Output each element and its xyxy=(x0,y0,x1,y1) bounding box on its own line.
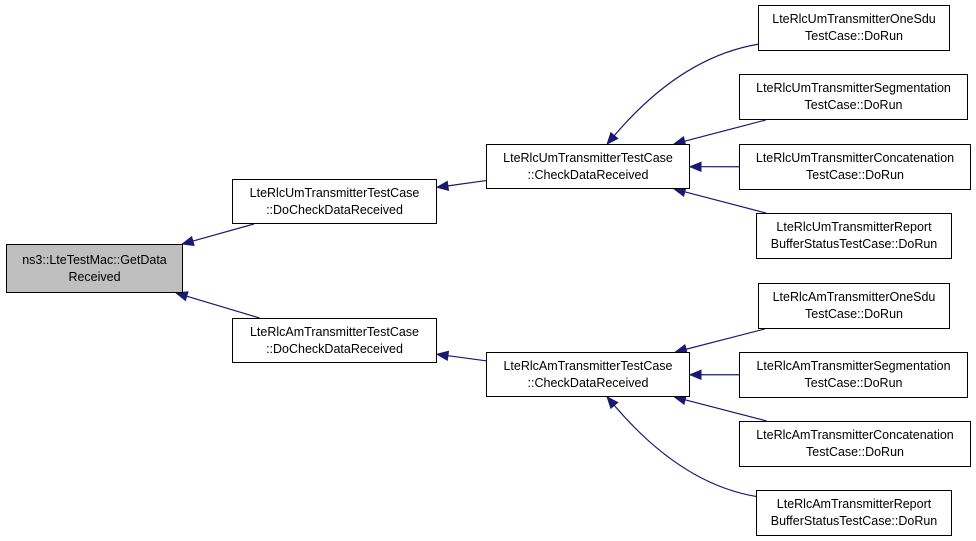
node-label-line2: ::DoCheckDataReceived xyxy=(266,202,403,217)
edge-um_do_check-to-root xyxy=(192,223,255,242)
node-label-line2: TestCase::DoRun xyxy=(806,445,904,459)
node-um-one-sdu-do-run[interactable]: LteRlcUmTransmitterOneSdu TestCase::DoRu… xyxy=(758,5,950,51)
node-label-line1: LteRlcAmTransmitterOneSdu xyxy=(772,290,936,304)
node-label-line1: LteRlcAmTransmitterSegmentation xyxy=(756,359,951,373)
arrowhead xyxy=(435,180,450,191)
node-label-line1: LteRlcUmTransmitterSegmentation xyxy=(756,81,951,95)
node-root-get-data-received: ns3::LteTestMac::GetData Received xyxy=(6,244,183,293)
node-label-line2: BufferStatusTestCase::DoRun xyxy=(770,237,938,251)
node-label-line2: BufferStatusTestCase::DoRun xyxy=(770,514,938,528)
node-label-line1: LteRlcAmTransmitterConcatenation xyxy=(756,428,954,442)
edge-am_check-to-am_do_check xyxy=(447,355,487,362)
edge-um_check-to-um_do_check xyxy=(447,179,487,187)
node-am-segmentation-do-run[interactable]: LteRlcAmTransmitterSegmentation TestCase… xyxy=(739,352,968,398)
node-am-check-data-received[interactable]: LteRlcAmTransmitterTestCase ::CheckDataR… xyxy=(486,352,690,397)
arrowhead xyxy=(606,131,619,146)
arrowhead xyxy=(174,291,189,302)
node-am-concatenation-do-run[interactable]: LteRlcAmTransmitterConcatenation TestCas… xyxy=(739,421,971,467)
edge-am_report-to-am_check xyxy=(613,404,757,498)
node-um-check-data-received[interactable]: LteRlcUmTransmitterTestCase ::CheckDataR… xyxy=(486,144,690,189)
node-label-line2: ::CheckDataReceived xyxy=(527,167,649,182)
node-label-line2: TestCase::DoRun xyxy=(805,29,903,43)
node-label-line2: ::DoCheckDataReceived xyxy=(266,341,403,356)
node-um-segmentation-do-run[interactable]: LteRlcUmTransmitterSegmentation TestCase… xyxy=(739,74,968,120)
edge-um_segmentation-to-um_check xyxy=(684,119,766,142)
edge-am_one_sdu-to-am_check xyxy=(685,328,765,350)
node-label-line2: Received xyxy=(68,269,121,284)
arrowhead xyxy=(688,369,702,380)
node-label-line2: ::CheckDataReceived xyxy=(527,375,649,390)
node-label-line1: LteRlcAmTransmitterTestCase xyxy=(503,358,673,373)
node-label-line1: LteRlcUmTransmitterOneSdu xyxy=(772,12,936,26)
node-um-report-buffer-status-do-run[interactable]: LteRlcUmTransmitterReport BufferStatusTe… xyxy=(756,213,952,259)
node-label-line1: LteRlcAmTransmitterTestCase xyxy=(249,324,420,339)
node-am-one-sdu-do-run[interactable]: LteRlcAmTransmitterOneSdu TestCase::DoRu… xyxy=(758,283,950,329)
node-label-line2: TestCase::DoRun xyxy=(804,376,903,390)
node-am-report-buffer-status-do-run[interactable]: LteRlcAmTransmitterReport BufferStatusTe… xyxy=(756,490,952,536)
edge-am_do_check-to-root xyxy=(186,295,260,319)
node-label-line2: TestCase::DoRun xyxy=(805,307,903,321)
node-label-line1: LteRlcAmTransmitterReport xyxy=(776,497,932,511)
node-label-line1: LteRlcUmTransmitterReport xyxy=(776,220,932,234)
node-label-line1: LteRlcUmTransmitterConcatenation xyxy=(755,151,955,165)
node-am-do-check-data-received[interactable]: LteRlcAmTransmitterTestCase ::DoCheckDat… xyxy=(232,318,437,363)
arrowhead xyxy=(435,350,450,361)
arrowhead xyxy=(688,161,702,172)
edge-am_concatenation-to-am_check xyxy=(684,399,767,422)
arrowhead xyxy=(606,395,619,410)
node-um-do-check-data-received[interactable]: LteRlcUmTransmitterTestCase ::DoCheckDat… xyxy=(232,179,437,224)
node-label-line1: LteRlcUmTransmitterTestCase xyxy=(503,150,673,165)
arrowhead xyxy=(180,235,195,246)
edge-um_report-to-um_check xyxy=(684,191,767,214)
node-label-line2: TestCase::DoRun xyxy=(804,98,903,112)
node-label-line1: LteRlcUmTransmitterTestCase xyxy=(249,185,420,200)
edge-um_one_sdu-to-um_check xyxy=(613,43,759,137)
node-label-line2: TestCase::DoRun xyxy=(806,168,904,182)
node-label-line1: ns3::LteTestMac::GetData xyxy=(22,252,167,267)
node-um-concatenation-do-run[interactable]: LteRlcUmTransmitterConcatenation TestCas… xyxy=(739,144,971,190)
